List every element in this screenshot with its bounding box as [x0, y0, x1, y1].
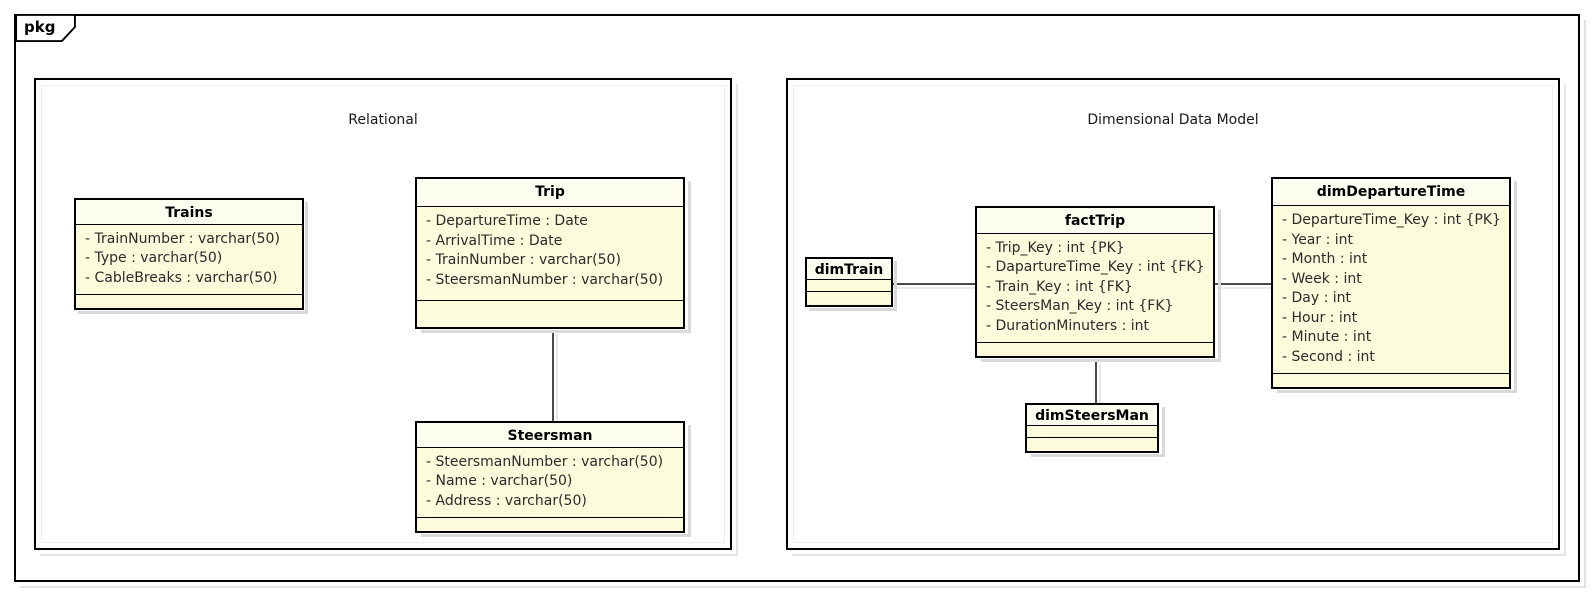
class-facttrip-shadow — [981, 210, 1221, 362]
attribute: - Type : varchar(50) — [85, 250, 223, 266]
class-steersman-operations — [417, 518, 683, 531]
attribute: - SteersMan_Key : int {FK} — [986, 298, 1174, 314]
class-facttrip-title: factTrip — [977, 208, 1213, 234]
class-dimtrain-shadow — [809, 261, 897, 311]
class-dimsteersman[interactable]: dimSteersMan — [1025, 403, 1159, 453]
class-steersman-attributes: - SteersmanNumber : varchar(50) - Name :… — [417, 447, 683, 518]
relational-frame-inner-line — [41, 85, 725, 543]
association-dimtrain-facttrip[interactable] — [891, 283, 977, 285]
attribute: - TrainNumber : varchar(50) — [426, 252, 621, 268]
class-trip-title: Trip — [417, 179, 683, 207]
class-trains-shadow — [78, 202, 308, 314]
class-trip[interactable]: Trip - DepartureTime : Date - ArrivalTim… — [415, 177, 685, 329]
class-dimdeparturetime-attributes: - DepartureTime_Key : int {PK} - Year : … — [1273, 206, 1509, 374]
class-trains-attributes: - TrainNumber : varchar(50) - Type : var… — [76, 224, 302, 295]
attribute: - Month : int — [1282, 251, 1368, 267]
class-steersman[interactable]: Steersman - SteersmanNumber : varchar(50… — [415, 421, 685, 533]
class-dimdeparturetime[interactable]: dimDepartureTime - DepartureTime_Key : i… — [1271, 177, 1511, 389]
attribute: - CableBreaks : varchar(50) — [85, 269, 278, 286]
attribute: - DapartureTime_Key : int {FK} — [986, 259, 1205, 275]
attribute: - Second : int — [1282, 348, 1375, 365]
association-trip-steersman-shadow — [556, 334, 558, 422]
attribute: - Trip_Key : int {PK} — [986, 239, 1125, 256]
association-facttrip-dimsteersman-shadow — [1099, 364, 1101, 408]
class-dimsteersman-operations — [1027, 438, 1157, 451]
class-dimdeparturetime-title: dimDepartureTime — [1273, 179, 1509, 206]
package-frame-shadow — [20, 20, 1586, 588]
association-facttrip-dimdeparturetime-shadow — [1217, 287, 1273, 289]
attribute: - TrainNumber : varchar(50) — [85, 230, 280, 247]
class-trains-operations — [76, 295, 302, 308]
dimensional-frame-label: Dimensional Data Model — [1087, 112, 1259, 128]
class-dimdeparturetime-shadow — [1277, 181, 1517, 393]
attribute: - DepartureTime : Date — [426, 213, 588, 229]
class-steersman-title: Steersman — [417, 423, 683, 448]
attribute: - Name : varchar(50) — [426, 473, 573, 489]
class-trip-operations — [417, 301, 683, 327]
association-facttrip-dimsteersman[interactable] — [1095, 360, 1097, 404]
attribute: - Week : int — [1282, 270, 1362, 287]
class-dimtrain-operations — [807, 292, 891, 305]
attribute: - Hour : int — [1282, 309, 1358, 326]
class-dimsteersman-attributes — [1027, 426, 1157, 438]
attribute: - Address : varchar(50) — [426, 492, 587, 509]
class-dimdeparturetime-operations — [1273, 374, 1509, 387]
class-dimsteersman-title: dimSteersMan — [1027, 405, 1157, 427]
association-facttrip-dimdeparturetime[interactable] — [1215, 283, 1271, 285]
class-trains-title: Trains — [76, 200, 302, 225]
attribute: - ArrivalTime : Date — [426, 232, 563, 249]
class-dimtrain[interactable]: dimTrain — [805, 257, 893, 307]
class-trains[interactable]: Trains - TrainNumber : varchar(50) - Typ… — [74, 198, 304, 310]
relational-frame-shadow — [40, 84, 738, 556]
attribute: - DepartureTime_Key : int {PK} — [1282, 212, 1501, 228]
association-dimtrain-facttrip-shadow — [893, 287, 979, 289]
attribute: - DurationMinuters : int — [986, 317, 1150, 334]
class-dimtrain-title: dimTrain — [807, 259, 891, 281]
class-steersman-shadow — [421, 425, 691, 537]
dimensional-frame-inner-line — [793, 85, 1553, 543]
attribute: - Minute : int — [1282, 329, 1372, 345]
class-facttrip[interactable]: factTrip - Trip_Key : int {PK} - Dapartu… — [975, 206, 1215, 358]
class-trip-shadow — [421, 181, 691, 333]
association-trip-steersman[interactable] — [552, 330, 554, 422]
class-facttrip-operations — [977, 343, 1213, 356]
class-dimsteersman-shadow — [1031, 407, 1165, 457]
relational-frame-label: Relational — [348, 112, 418, 128]
package-label: pkg — [24, 18, 56, 36]
attribute: - Year : int — [1282, 231, 1354, 248]
dimensional-frame-shadow — [792, 84, 1566, 556]
class-facttrip-attributes: - Trip_Key : int {PK} - DapartureTime_Ke… — [977, 233, 1213, 343]
attribute: - Train_Key : int {FK} — [986, 278, 1133, 295]
attribute: - SteersmanNumber : varchar(50) — [426, 453, 664, 470]
class-dimtrain-attributes — [807, 280, 891, 292]
class-trip-attributes: - DepartureTime : Date - ArrivalTime : D… — [417, 207, 683, 301]
attribute: - Day : int — [1282, 290, 1352, 306]
attribute: - SteersmanNumber : varchar(50) — [426, 271, 664, 288]
